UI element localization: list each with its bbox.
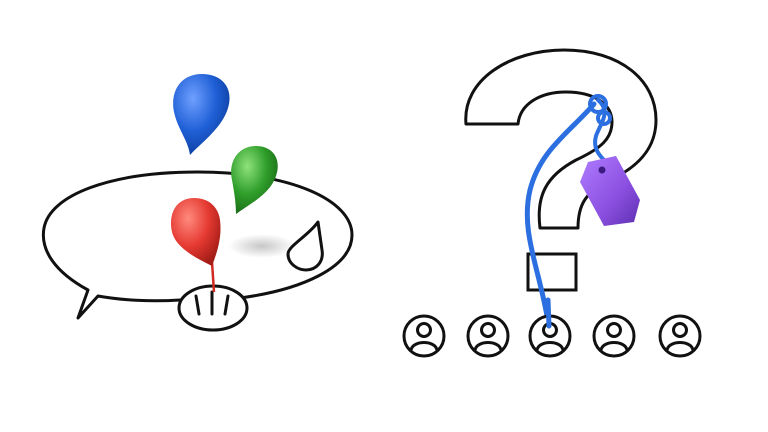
user-icon [592,314,636,358]
right-scene [402,48,702,358]
string-icon [524,94,612,325]
user-icon [466,314,510,358]
user-icon [402,314,446,358]
user-icon [658,314,702,358]
pin-shadow [228,234,296,258]
user-icon-selected [528,297,572,358]
green-pin [231,146,278,214]
red-pin [170,198,221,293]
question-mark-icon [464,48,658,292]
tag-icon [580,156,640,226]
user-icons-row [402,297,702,358]
face-icon [177,284,249,332]
water-drop-icon [286,220,324,272]
blue-pin [173,74,230,155]
left-scene [41,74,354,332]
